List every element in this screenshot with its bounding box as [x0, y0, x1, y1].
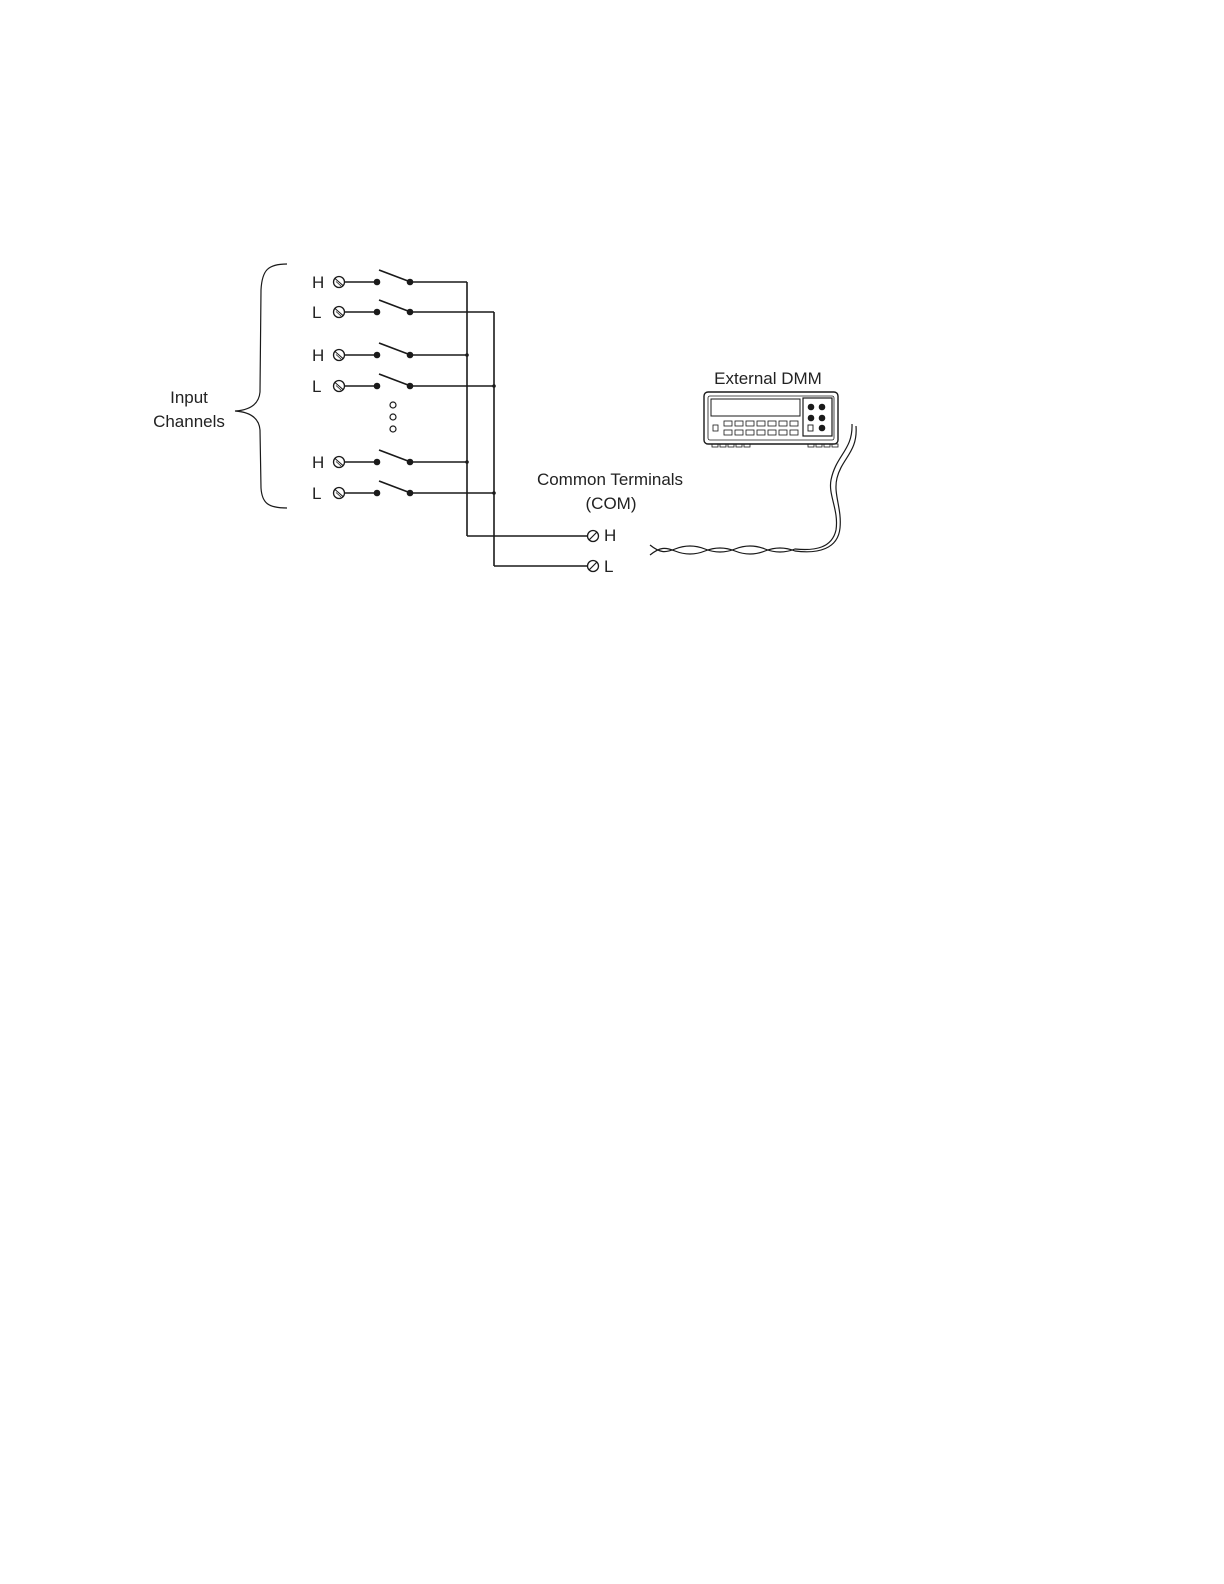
relay-switch	[379, 270, 408, 281]
relay-switch	[379, 374, 408, 385]
channel-pole-label: H	[312, 453, 324, 472]
relay-switch	[379, 300, 408, 311]
screw-terminal-icon	[334, 381, 345, 392]
svg-text:L: L	[604, 557, 613, 576]
more-channels-ellipsis	[390, 402, 396, 432]
relay-switch	[379, 343, 408, 354]
channel-pole-label: L	[312, 303, 321, 322]
input-channels-label-line1: Input	[170, 388, 208, 407]
screw-terminal-icon	[334, 307, 345, 318]
relay-switch	[379, 450, 408, 461]
external-dmm-label: External DMM	[714, 369, 822, 388]
channel-row: H	[312, 343, 467, 365]
screw-terminal-icon	[334, 457, 345, 468]
svg-text:H: H	[604, 526, 616, 545]
relay-switch	[379, 481, 408, 492]
external-dmm-icon	[704, 392, 838, 447]
com-terminal-l: L	[588, 557, 614, 576]
channel-row: H	[312, 450, 467, 472]
input-channels-brace	[235, 264, 287, 508]
common-terminals-label-line1: Common Terminals	[537, 470, 683, 489]
channel-pole-label: L	[312, 484, 321, 503]
channel-pole-label: H	[312, 346, 324, 365]
screw-terminal-icon	[334, 488, 345, 499]
screw-terminal-icon	[334, 277, 345, 288]
com-terminal-h: H	[588, 526, 617, 545]
screw-terminal-icon	[334, 350, 345, 361]
channel-pole-label: H	[312, 273, 324, 292]
input-channels-label-line2: Channels	[153, 412, 225, 431]
channel-pole-label: L	[312, 377, 321, 396]
channel-row: H	[312, 270, 467, 292]
common-terminals-label-line2: (COM)	[586, 494, 637, 513]
